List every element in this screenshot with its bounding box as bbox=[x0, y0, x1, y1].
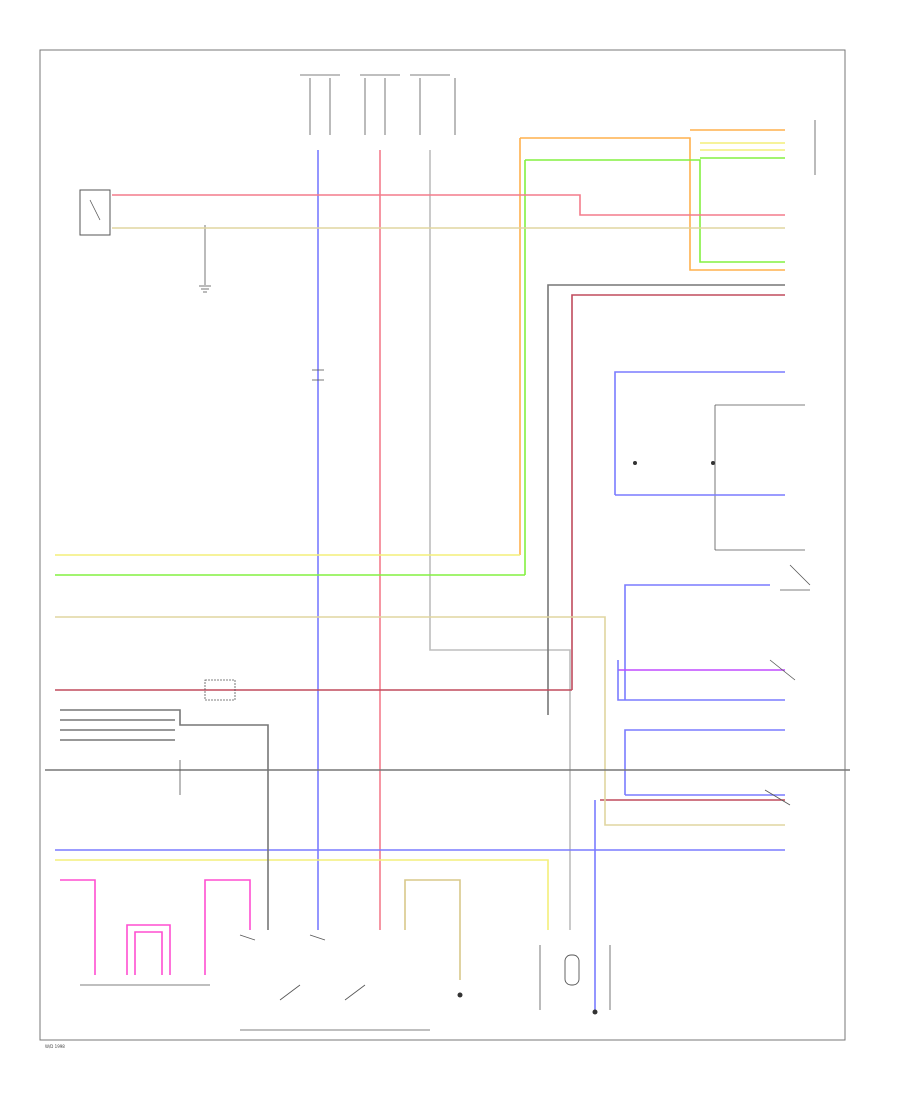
ground-icon bbox=[633, 461, 715, 465]
diagram-frame bbox=[39, 49, 846, 1041]
ground-icon bbox=[457, 992, 463, 998]
fuse-block-middle bbox=[360, 74, 400, 135]
sensor-component bbox=[79, 189, 111, 236]
bottom-switch-group bbox=[239, 934, 430, 1031]
right-component-upper bbox=[714, 404, 805, 551]
relay-upper bbox=[617, 659, 796, 701]
wire-darkred-right bbox=[571, 294, 785, 690]
wire-blue-right-loop bbox=[614, 371, 785, 496]
pressure-switch-icon bbox=[780, 564, 811, 591]
courtesy-switch-icon bbox=[204, 679, 236, 701]
wire-black-right bbox=[547, 284, 785, 715]
ground-icon bbox=[199, 225, 211, 293]
wire-grey-main bbox=[429, 150, 571, 930]
left-connector-group bbox=[45, 709, 850, 930]
solenoid-icon bbox=[539, 945, 611, 1015]
wire-red-sensor bbox=[112, 194, 785, 216]
harness-connector-top-right bbox=[519, 120, 816, 575]
wire-tan-left bbox=[55, 616, 785, 826]
bottom-left-connectors bbox=[80, 879, 251, 986]
footer-code: W/D 1998 bbox=[45, 1044, 65, 1049]
wire-yellow-lower bbox=[55, 859, 549, 930]
connector-icon bbox=[312, 369, 324, 381]
fuse-block-right bbox=[410, 74, 456, 135]
wire-tan-bottom bbox=[404, 879, 461, 980]
fuse-block-left bbox=[300, 74, 340, 135]
wire-blue-pressure bbox=[624, 584, 770, 700]
wire-pink-lower bbox=[60, 879, 96, 975]
relay-lower bbox=[600, 729, 791, 806]
